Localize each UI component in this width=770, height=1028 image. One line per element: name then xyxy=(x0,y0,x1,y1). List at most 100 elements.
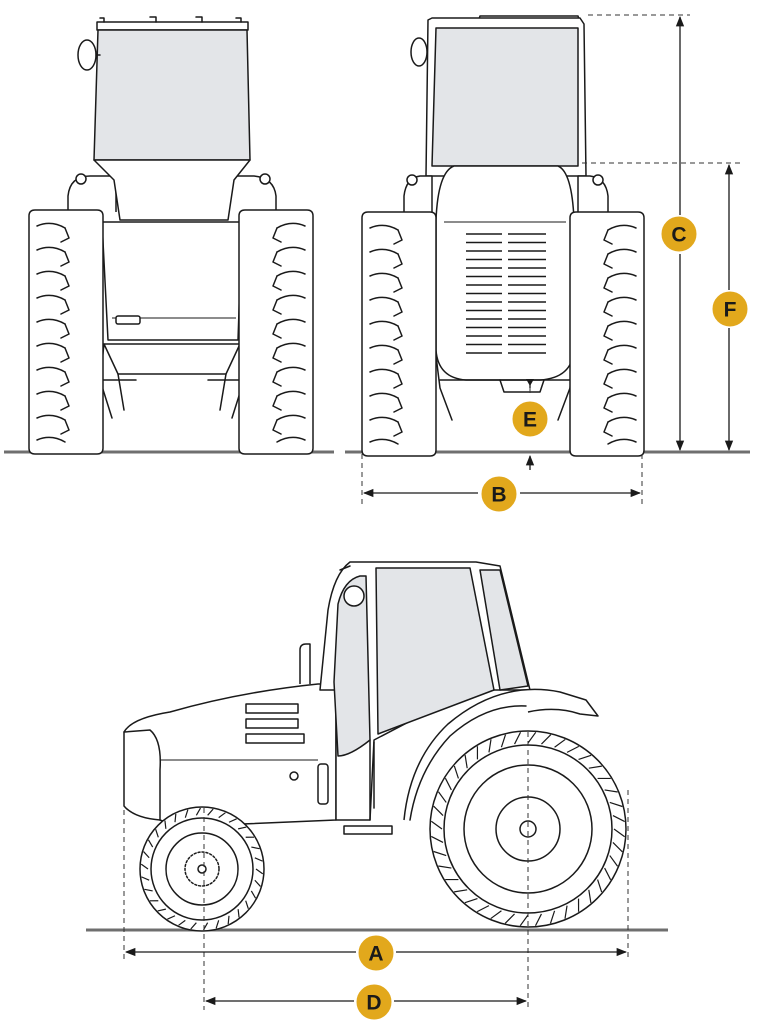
side-rear-fender xyxy=(403,688,599,821)
label-f: F xyxy=(724,299,737,322)
tyre-tread xyxy=(444,777,452,791)
tyre-tread xyxy=(227,915,230,925)
tyre-tread xyxy=(155,829,159,838)
front-left-tyre xyxy=(361,211,437,457)
side-cab-front-glass xyxy=(333,575,371,757)
tyre-tread xyxy=(609,855,619,867)
side-vent-3 xyxy=(245,733,305,744)
rear-cab-roof xyxy=(96,21,249,31)
tyre-tread xyxy=(488,739,492,753)
tyre-tread xyxy=(140,863,149,870)
front-left-mirror xyxy=(410,37,428,67)
tyre-tread xyxy=(612,815,625,823)
badge-b: B xyxy=(481,476,517,512)
side-front-wheel xyxy=(139,806,265,932)
rear-right-tyre xyxy=(238,209,314,455)
badge-e: E xyxy=(512,401,548,437)
tyre-tread xyxy=(597,879,603,893)
badge-d: D xyxy=(356,984,392,1020)
tyre-tread xyxy=(438,865,452,869)
rear-body xyxy=(101,221,243,341)
rear-cab-window xyxy=(93,29,251,161)
tyre-tread xyxy=(454,889,468,893)
badge-f: F xyxy=(712,291,748,327)
tyre-tread xyxy=(578,754,592,760)
side-vent-2 xyxy=(245,718,299,729)
tyre-tread xyxy=(433,850,447,857)
rear-hitch xyxy=(103,343,241,375)
rear-view xyxy=(4,16,334,455)
tyre-tread xyxy=(184,809,189,818)
tyre-tread xyxy=(157,908,166,912)
tyre-tread xyxy=(500,734,507,748)
tyre-tread xyxy=(464,755,468,769)
side-cab-door-glass xyxy=(375,567,495,735)
side-cab-rear-glass xyxy=(479,569,529,691)
tyre-tread xyxy=(245,900,249,909)
tyre-tread xyxy=(609,801,623,808)
badge-a: A xyxy=(358,935,394,971)
tyre-tread xyxy=(143,851,150,859)
tyre-tread xyxy=(433,805,444,816)
tyre-tread xyxy=(588,889,592,903)
tyre-tread xyxy=(144,888,153,892)
tyre-tread xyxy=(174,813,177,823)
tyre-tread xyxy=(167,915,176,920)
badge-c: C xyxy=(661,216,697,252)
tyre-tread xyxy=(554,738,566,748)
label-a: A xyxy=(368,943,383,966)
tyre-tread xyxy=(190,922,197,930)
tyre-tread xyxy=(514,732,522,745)
tyre-tread xyxy=(228,818,237,823)
tyre-tread xyxy=(541,734,552,745)
tyre-tread xyxy=(141,876,150,881)
front-view xyxy=(345,14,750,505)
front-grille xyxy=(466,233,546,354)
side-step xyxy=(343,825,393,835)
label-c: C xyxy=(671,224,686,247)
tyre-tread xyxy=(519,914,529,927)
side-vent-1 xyxy=(245,703,299,714)
front-hood xyxy=(435,165,575,381)
tyre-tread xyxy=(251,846,260,850)
tyre-tread xyxy=(613,828,626,838)
label-b: B xyxy=(491,484,506,507)
tyre-tread xyxy=(237,909,240,918)
tyre-tread xyxy=(215,920,220,929)
tyre-tread xyxy=(207,808,214,816)
tyre-tread xyxy=(430,820,443,830)
tyre-tread xyxy=(178,919,186,926)
tyre-tread xyxy=(534,913,542,926)
tyre-tread xyxy=(255,868,264,875)
tyre-tread xyxy=(250,890,257,899)
tyre-tread xyxy=(254,857,263,862)
tyre-tread xyxy=(566,745,580,753)
label-d: D xyxy=(366,992,381,1015)
tyre-tread xyxy=(147,839,154,848)
tyre-tread xyxy=(604,789,618,793)
front-cab-window xyxy=(431,27,579,167)
front-right-tyre xyxy=(569,211,645,457)
rear-cab-lower xyxy=(93,159,251,221)
tyre-tread xyxy=(612,842,623,853)
side-view xyxy=(86,561,668,1010)
tyre-tread xyxy=(453,765,459,779)
tyre-tread xyxy=(527,731,537,744)
tyre-tread xyxy=(476,905,490,913)
tyre-tread xyxy=(437,791,447,803)
tyre-tread xyxy=(588,765,602,769)
rear-left-mirror xyxy=(77,39,97,71)
rear-left-tyre xyxy=(28,209,104,455)
tyre-tread xyxy=(218,812,226,819)
tyre-tread xyxy=(464,898,478,904)
tyre-tread xyxy=(504,913,515,924)
tyre-tread xyxy=(431,835,444,843)
tyre-tread xyxy=(254,879,261,887)
tyre-tread xyxy=(604,867,612,881)
side-exhaust xyxy=(299,643,311,684)
tyre-tread xyxy=(549,910,556,924)
tyre-tread xyxy=(238,826,247,830)
tyre-tread xyxy=(490,910,502,920)
side-hood xyxy=(123,683,337,825)
